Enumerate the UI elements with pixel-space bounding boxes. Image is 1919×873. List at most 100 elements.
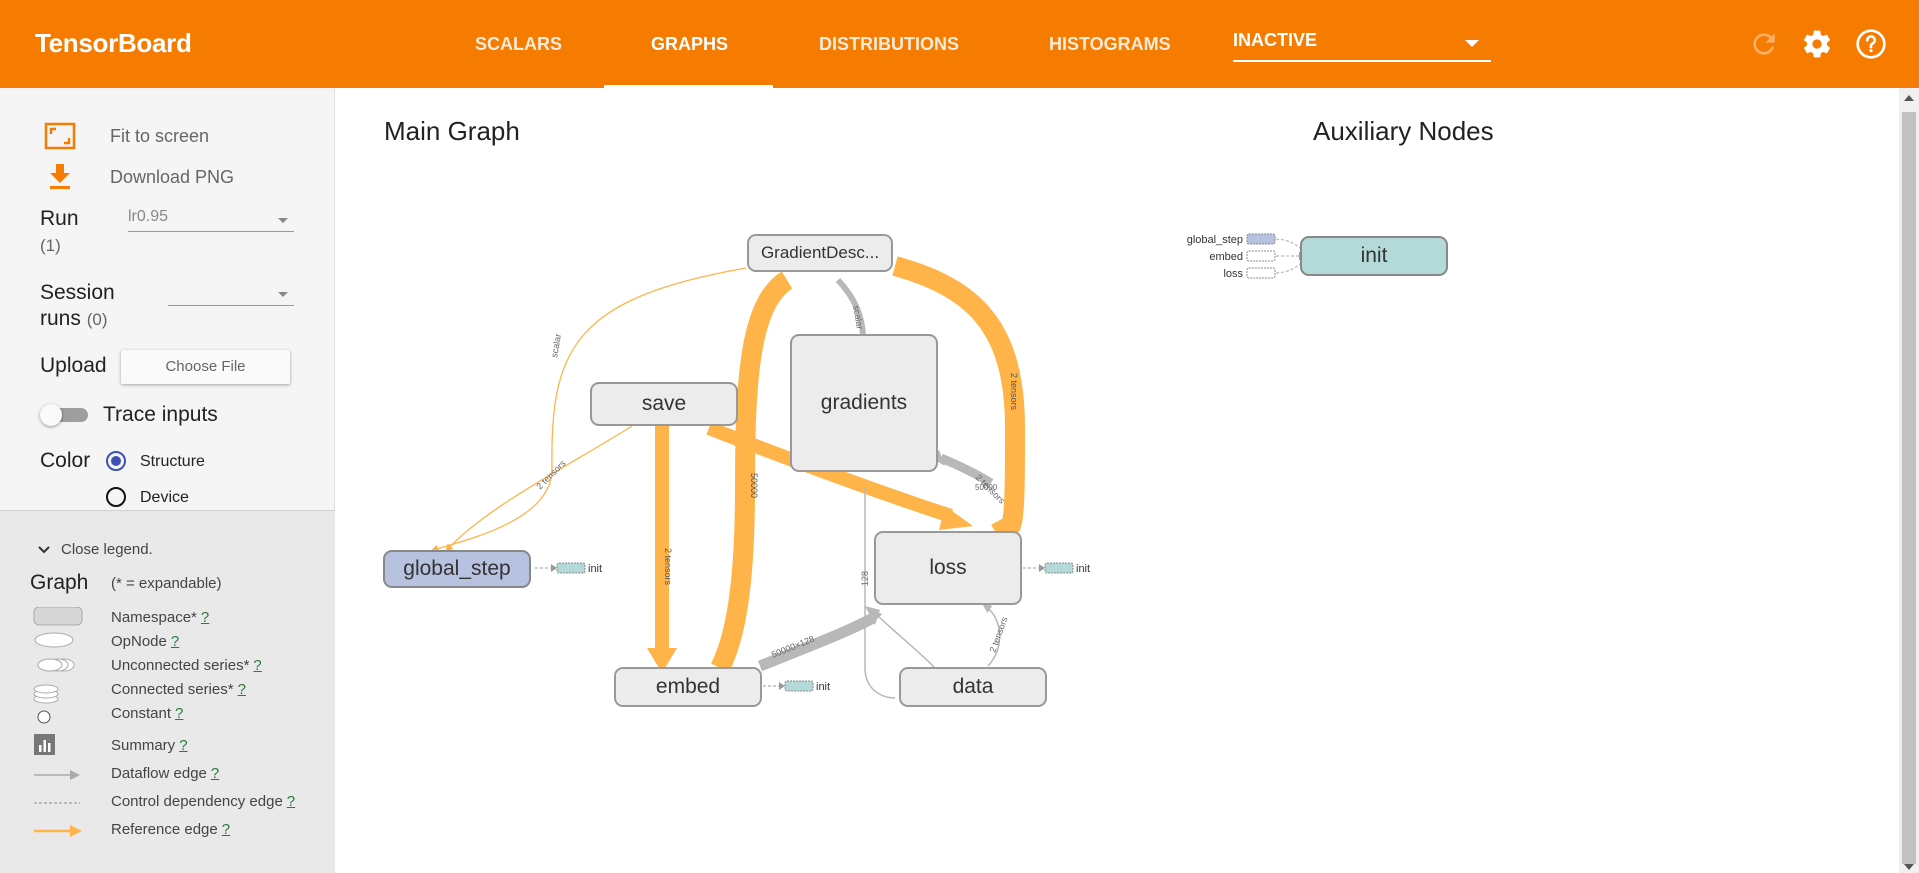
- tab-graphs[interactable]: GRAPHS: [651, 34, 729, 54]
- color-device-radio[interactable]: [106, 487, 126, 507]
- settings-gear-icon[interactable]: [1801, 28, 1833, 60]
- init-stub-label: init: [816, 681, 830, 693]
- top-app-bar: TensorBoard SCALARS GRAPHS DISTRIBUTIONS…: [0, 0, 1919, 88]
- legend-help-link[interactable]: ?: [210, 765, 220, 782]
- tab-histograms[interactable]: HISTOGRAMS: [1049, 34, 1171, 54]
- graph-canvas[interactable]: Main Graph Auxiliary Nodes scalar 2 tens…: [335, 88, 1899, 873]
- tab-scalars[interactable]: SCALARS: [475, 34, 563, 54]
- color-structure-radio[interactable]: [106, 451, 126, 471]
- init-stub-series: [784, 680, 814, 692]
- color-structure-label: Structure: [140, 453, 205, 470]
- node-gradients[interactable]: gradients: [790, 334, 938, 472]
- opnode-symbol: [34, 632, 74, 648]
- edge-save-to-globalstep: [445, 425, 633, 552]
- toggle-knob: [40, 404, 62, 426]
- sidebar: Fit to screen Download PNG Run (1) lr0.9…: [0, 88, 335, 873]
- legend-help-link[interactable]: ?: [179, 737, 188, 754]
- legend-label: Dataflow edge: [111, 765, 207, 782]
- trace-inputs-toggle[interactable]: [40, 404, 90, 426]
- graph-edges: scalar 2 tensors 2 tensors 50000 50000×1…: [430, 233, 1307, 699]
- node-gradientdescent[interactable]: GradientDesc...: [747, 234, 893, 272]
- session-runs-word: runs: [40, 307, 81, 330]
- chevron-down-icon[interactable]: [37, 545, 51, 555]
- run-select[interactable]: lr0.95: [128, 208, 294, 232]
- connected-series-symbol: [33, 684, 59, 694]
- active-tab-indicator: [604, 85, 773, 88]
- app-brand: TensorBoard: [35, 28, 192, 58]
- legend-help-link[interactable]: ?: [170, 633, 180, 650]
- auxiliary-nodes-title: Auxiliary Nodes: [1313, 116, 1494, 146]
- aux-input-label: global_step: [1187, 234, 1243, 246]
- graph-controls-panel: Fit to screen Download PNG Run (1) lr0.9…: [0, 88, 335, 510]
- legend-help-link[interactable]: ?: [286, 793, 296, 810]
- inactive-plugins-dropdown[interactable]: INACTIVE: [1233, 30, 1491, 62]
- legend-item-summary: Summary?: [111, 737, 188, 754]
- legend-graph-label: Graph: [30, 571, 89, 594]
- node-data[interactable]: data: [899, 667, 1047, 707]
- legend-label: OpNode: [111, 633, 167, 650]
- namespace-symbol: [33, 607, 83, 626]
- legend-item-constant: Constant?: [111, 705, 183, 722]
- edge-gradients-down: [864, 488, 896, 699]
- legend-label: Constant: [111, 705, 172, 722]
- edge-graddesc-to-gradients: [835, 277, 866, 339]
- edge-label: scalar: [549, 333, 563, 358]
- legend-item-dataflow-edge: Dataflow edge?: [111, 765, 219, 782]
- node-loss[interactable]: loss: [874, 531, 1022, 605]
- scrollbar-thumb[interactable]: [1902, 112, 1916, 864]
- tab-distributions[interactable]: DISTRIBUTIONS: [819, 34, 960, 54]
- legend-item-reference-edge: Reference edge?: [111, 821, 230, 838]
- edge-label: 2 tensors: [534, 458, 568, 492]
- close-legend-link[interactable]: Close legend.: [61, 541, 153, 558]
- legend-help-link[interactable]: ?: [221, 821, 231, 838]
- graph-legend: Close legend. Graph (* = expandable) Nam…: [0, 510, 335, 873]
- fit-to-screen-button[interactable]: Fit to screen: [110, 126, 210, 146]
- edge-label: 2 tensors: [1009, 373, 1019, 411]
- download-png-button[interactable]: Download PNG: [110, 167, 235, 187]
- main-graph-title: Main Graph: [384, 116, 520, 146]
- legend-item-connected-series: Connected series*?: [111, 681, 246, 698]
- init-stub-series: [556, 562, 586, 574]
- edge-data-to-loss: [982, 604, 1001, 667]
- legend-label: Reference edge: [111, 821, 218, 838]
- edge-save-to-loss: [706, 421, 954, 523]
- node-embed[interactable]: embed: [614, 667, 762, 707]
- unconnected-series-symbol: [37, 658, 63, 672]
- node-save[interactable]: save: [590, 382, 738, 426]
- node-init[interactable]: init: [1300, 236, 1448, 276]
- init-stub-label: init: [1076, 563, 1090, 575]
- vertical-scrollbar[interactable]: [1899, 88, 1919, 873]
- color-device-label: Device: [140, 489, 189, 506]
- scroll-down-arrow-icon[interactable]: [1904, 864, 1914, 870]
- aux-input-label: loss: [1223, 268, 1243, 280]
- node-global-step[interactable]: global_step: [383, 550, 531, 588]
- fit-to-screen-icon[interactable]: [44, 122, 76, 150]
- legend-label: Connected series*: [111, 681, 234, 698]
- init-stub-label: init: [588, 563, 602, 575]
- download-icon[interactable]: [47, 162, 73, 190]
- inactive-dropdown-label: INACTIVE: [1233, 30, 1318, 50]
- dropdown-caret-icon: [1465, 40, 1479, 47]
- legend-help-link[interactable]: ?: [253, 657, 262, 674]
- run-label: Run: [40, 207, 79, 230]
- constant-symbol: [37, 710, 51, 724]
- edge-label: 50000: [749, 473, 759, 498]
- help-icon[interactable]: [1855, 28, 1887, 60]
- edge-label: 2 tensors: [663, 548, 673, 586]
- choose-file-button[interactable]: Choose File: [121, 350, 290, 384]
- legend-help-link[interactable]: ?: [237, 681, 246, 698]
- refresh-icon[interactable]: [1748, 28, 1780, 60]
- session-runs-select[interactable]: [168, 282, 294, 306]
- legend-help-link[interactable]: ?: [175, 705, 184, 722]
- legend-item-control-edge: Control dependency edge?: [111, 793, 295, 810]
- edge-label: 50000: [975, 483, 998, 492]
- legend-label: Summary: [111, 737, 176, 754]
- color-label: Color: [40, 449, 91, 472]
- run-select-caret-icon: [278, 218, 288, 223]
- scroll-up-arrow-icon[interactable]: [1904, 95, 1914, 101]
- trace-inputs-label: Trace inputs: [103, 403, 218, 426]
- init-stub-series: [1044, 562, 1074, 574]
- legend-help-link[interactable]: ?: [200, 609, 210, 626]
- edge-graddesc-to-loss: [892, 256, 1026, 539]
- edge-embed-to-loss: [757, 613, 876, 672]
